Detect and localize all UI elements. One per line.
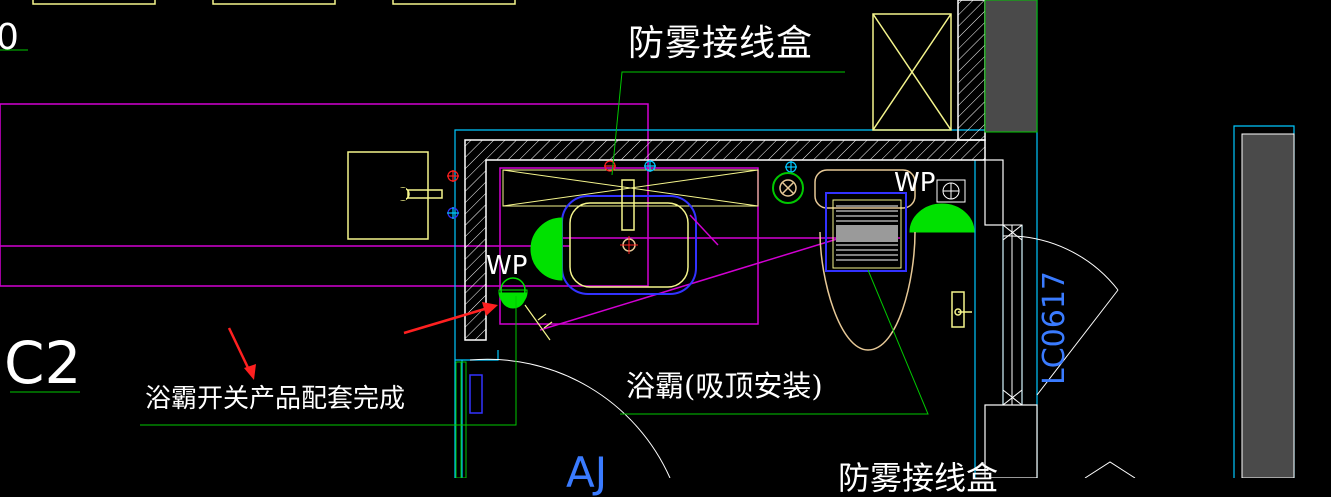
toilet-icon bbox=[814, 169, 916, 351]
grid-label-top: 0 bbox=[0, 17, 19, 58]
leader-lines bbox=[10, 71, 929, 426]
wp-label-right: WP bbox=[894, 168, 936, 198]
shaft-box bbox=[872, 13, 952, 131]
towel-bar-icon bbox=[951, 291, 972, 328]
window bbox=[1002, 224, 1023, 406]
wall-lights bbox=[498, 203, 975, 309]
bath-heater-label: 浴霸(吸顶安装) bbox=[626, 369, 823, 403]
grid-label-c2: C2 bbox=[4, 329, 82, 397]
wp-label-left: WP bbox=[486, 251, 528, 281]
door-leaf bbox=[455, 361, 467, 478]
vanity-counter bbox=[499, 167, 759, 325]
floor-drain-icon bbox=[772, 172, 804, 204]
door-stop bbox=[469, 374, 483, 414]
red-arrow-icon bbox=[227, 302, 498, 380]
top-fixtures bbox=[32, 0, 516, 5]
plumbing-stub bbox=[524, 304, 553, 341]
hatched-walls bbox=[464, 0, 1295, 478]
socket-icon bbox=[500, 277, 526, 303]
junction-box-label-bottom: 防雾接线盒 bbox=[838, 459, 999, 497]
grid-label-a: AJ bbox=[566, 448, 608, 497]
junction-box-label-top: 防雾接线盒 bbox=[628, 23, 814, 64]
exhaust-fan-icon bbox=[825, 192, 907, 272]
door-swings bbox=[469, 235, 1136, 478]
utility-symbols bbox=[447, 160, 797, 219]
cad-drawing-canvas[interactable] bbox=[0, 0, 1331, 478]
washbasin-icon bbox=[502, 169, 759, 295]
sink-cabinet bbox=[347, 151, 443, 240]
window-code-label: LC0617 bbox=[1037, 270, 1072, 385]
switch-note-label: 浴霸开关产品配套完成 bbox=[145, 384, 406, 414]
fan-symbol bbox=[936, 179, 966, 203]
